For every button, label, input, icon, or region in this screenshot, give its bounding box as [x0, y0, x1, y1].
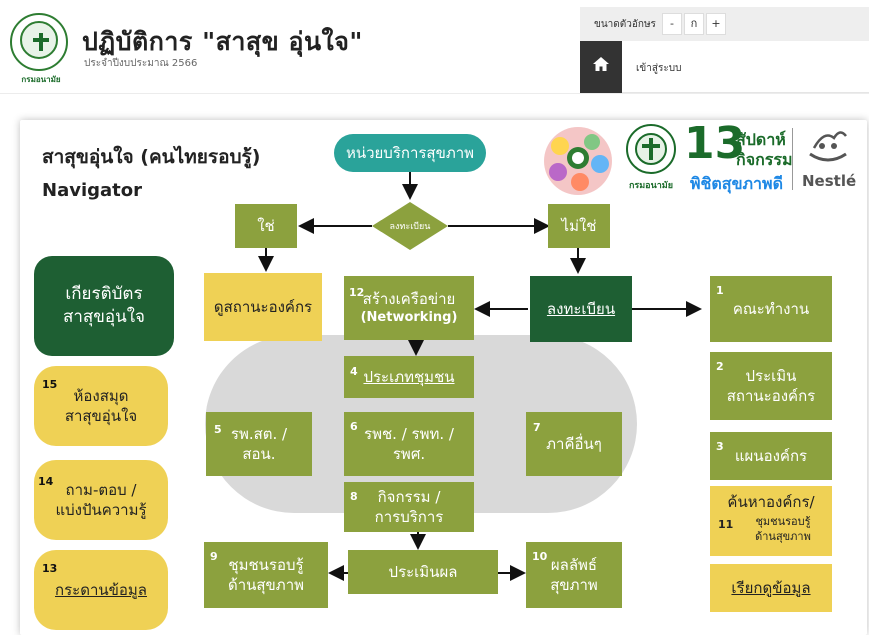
- sasuk-ounjai-collage-logo: [544, 127, 612, 195]
- campaign-weeks: สัปดาห์: [736, 130, 786, 149]
- font-size-label: ขนาดตัวอักษร: [594, 19, 656, 30]
- library-number: 15: [42, 378, 58, 391]
- activity-number: 8: [350, 490, 358, 503]
- activity-box[interactable]: กิจกรรม / การบริการ: [344, 482, 474, 532]
- diagram-title: สาสุขอุ่นใจ (คนไทยรอบรู้): [42, 146, 261, 168]
- qa-label: ถาม-ตอบ /: [65, 480, 137, 499]
- home-button[interactable]: [580, 41, 622, 93]
- community-type-link[interactable]: ประเภทชุมชน: [363, 367, 455, 386]
- nestle-bird-nest-icon: [809, 131, 847, 162]
- login-area: เข้าสู่ระบบ: [622, 41, 869, 93]
- yes-box: ใช่: [235, 204, 297, 248]
- search-org-sublabel: ชุมชนรอบรู้ ด้านสุขภาพ: [755, 515, 811, 544]
- rpst-number: 5: [214, 423, 222, 436]
- logo-divider: [792, 128, 793, 190]
- health-outcome-number: 10: [532, 550, 548, 563]
- registered-question: ลงทะเบียน: [389, 222, 431, 232]
- assess-box[interactable]: ประเมิน สถานะองค์กร: [710, 352, 832, 420]
- hospital-number: 6: [350, 420, 358, 433]
- assess-number: 2: [716, 360, 724, 373]
- retrieve-data-box[interactable]: เรียกดูข้อมูล: [710, 564, 832, 612]
- library-box[interactable]: ห้องสมุด สาสุขอุ่นใจ: [34, 366, 168, 446]
- team-box[interactable]: คณะทำงาน: [710, 276, 832, 342]
- font-decrease-button[interactable]: -: [662, 13, 682, 35]
- rpst-box[interactable]: รพ.สต. / สอน.: [206, 412, 312, 476]
- certificate-box[interactable]: เกียรติบัตร สาสุขอุ่นใจ: [34, 256, 174, 356]
- no-box: ไม่ใช่: [548, 204, 610, 248]
- networking-english: (Networking): [360, 310, 458, 326]
- qa-number: 14: [38, 475, 54, 488]
- home-icon: [593, 57, 609, 71]
- diagram-subtitle: Navigator: [42, 180, 142, 201]
- register-link[interactable]: ลงทะเบียน: [546, 299, 616, 318]
- navigator-diagram: สาสุขอุ่นใจ (คนไทยรอบรู้) Navigator หน่ว…: [20, 120, 867, 635]
- team-number: 1: [716, 284, 724, 297]
- search-org-number: 11: [718, 518, 734, 531]
- moph-logo: [626, 124, 676, 174]
- health-community-box[interactable]: ชุมชนรอบรู้ ด้านสุขภาพ: [204, 542, 328, 608]
- nestle-logo-text: Nestlé: [802, 172, 857, 190]
- plan-box[interactable]: แผนองค์กร: [710, 432, 832, 480]
- networking-label: สร้างเครือข่าย: [362, 290, 456, 309]
- org-dashboard-box[interactable]: ดูสถานะองค์กร: [204, 273, 322, 341]
- department-of-health-logo[interactable]: กรมอนามัย: [10, 13, 68, 84]
- font-size-bar: ขนาดตัวอักษร - ก +: [580, 7, 869, 41]
- campaign-number: 13: [684, 120, 746, 169]
- health-outcome-box[interactable]: ผลลัพธ์ สุขภาพ: [526, 542, 622, 608]
- library-label: ห้องสมุด: [73, 386, 129, 405]
- campaign-tagline: พิชิตสุขภาพดี: [690, 174, 783, 193]
- moph-logo-text: กรมอนามัย: [628, 181, 674, 191]
- other-partners-number: 7: [533, 421, 541, 434]
- login-link[interactable]: เข้าสู่ระบบ: [636, 63, 682, 74]
- search-org-box[interactable]: ค้นหาองค์กร/ 11 ชุมชนรอบรู้ ด้านสุขภาพ: [710, 486, 832, 556]
- library-label-2: สาสุขอุ่นใจ: [64, 407, 138, 425]
- register-box[interactable]: ลงทะเบียน: [530, 276, 632, 342]
- community-type-box[interactable]: ประเภทชุมชน: [344, 356, 474, 398]
- qa-box[interactable]: ถาม-ตอบ / แบ่งปันความรู้: [34, 460, 168, 540]
- board-box[interactable]: กระดานข้อมูล: [34, 550, 168, 630]
- logo-text: กรมอนามัย: [21, 75, 61, 84]
- community-type-number: 4: [350, 365, 358, 378]
- header-divider: [0, 93, 869, 94]
- hospital-box[interactable]: รพช. / รพท. / รพศ.: [344, 412, 474, 476]
- site-subtitle: ประจำปีงบประมาณ 2566: [84, 58, 198, 69]
- other-partners-box[interactable]: ภาคีอื่นๆ: [526, 412, 622, 476]
- networking-box[interactable]: สร้างเครือข่าย (Networking): [344, 276, 474, 340]
- board-link[interactable]: กระดานข้อมูล: [55, 580, 147, 599]
- campaign-activity: กิจกรรม: [736, 150, 793, 169]
- retrieve-data-link[interactable]: เรียกดูข้อมูล: [731, 578, 811, 597]
- font-normal-button[interactable]: ก: [684, 13, 704, 35]
- plan-number: 3: [716, 440, 724, 453]
- board-number: 13: [42, 562, 58, 575]
- health-community-number: 9: [210, 550, 218, 563]
- font-increase-button[interactable]: +: [706, 13, 726, 35]
- networking-number: 12: [349, 286, 365, 299]
- evaluate-box[interactable]: ประเมินผล: [348, 550, 498, 594]
- service-unit-box[interactable]: หน่วยบริการสุขภาพ: [334, 134, 486, 172]
- qa-label-2: แบ่งปันความรู้: [55, 501, 147, 519]
- site-title[interactable]: ปฏิบัติการ "สาสุข อุ่นใจ": [82, 27, 363, 56]
- search-org-label: ค้นหาองค์กร/: [727, 493, 815, 511]
